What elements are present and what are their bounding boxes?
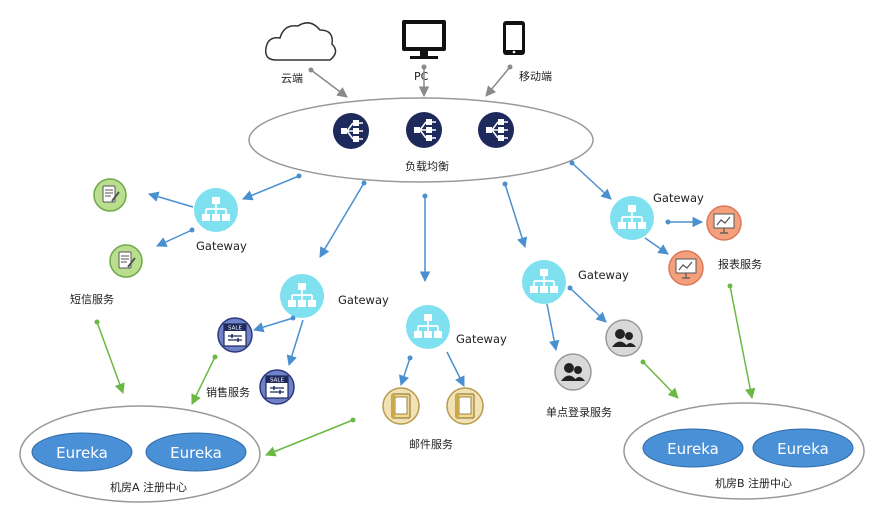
- report-chart-icon: [706, 205, 742, 241]
- mail-book-icon: [446, 387, 484, 425]
- sale-badge-text: SALE: [228, 326, 242, 332]
- registry-b-label: 机房B 注册中心: [715, 476, 792, 490]
- eureka-node-b2: Eureka: [752, 428, 854, 468]
- sale-badge-text: SALE: [270, 378, 284, 384]
- eureka-node-a1: Eureka: [31, 432, 133, 472]
- load-balancer-node-icon: [405, 111, 443, 149]
- gateway-node-sso: [521, 259, 567, 305]
- mobile-label: 移动端: [519, 70, 552, 83]
- eureka-node-a2: Eureka: [145, 432, 247, 472]
- svg-text:Eureka: Eureka: [56, 444, 108, 462]
- lb-to-gateway-arrows: [242, 160, 612, 283]
- eureka-node-b1: Eureka: [642, 428, 744, 468]
- load-balancer-node-icon: [477, 111, 515, 149]
- registry-a-label: 机房A 注册中心: [110, 480, 187, 494]
- gateway-node-report: [609, 195, 655, 241]
- registration-arrows: [94, 283, 756, 457]
- sales-service-label: 销售服务: [206, 385, 250, 399]
- load-balancer: 负载均衡: [248, 97, 594, 183]
- mail-book-icon: [382, 387, 420, 425]
- gateway-label-report: Gateway: [653, 191, 704, 205]
- cloud-label: 云端: [281, 72, 303, 85]
- sso-users-icon: [554, 353, 592, 391]
- sales-icon: [259, 369, 295, 405]
- mobile-phone-icon: [503, 21, 525, 55]
- gateway-label-mail: Gateway: [456, 332, 507, 346]
- sso-users-icon: [605, 319, 643, 357]
- sms-document-icon: [109, 244, 143, 278]
- pc-label: PC: [414, 70, 429, 83]
- svg-text:Eureka: Eureka: [667, 440, 719, 458]
- load-balancer-node-icon: [332, 112, 370, 150]
- sales-icon: [217, 317, 253, 353]
- report-chart-icon: [668, 250, 704, 286]
- gateway-node-mail: [405, 304, 451, 350]
- registry-a: Eureka Eureka 机房A 注册中心: [19, 405, 261, 503]
- svg-text:Eureka: Eureka: [777, 440, 829, 458]
- load-balancer-label: 负载均衡: [405, 159, 449, 173]
- gateway-node-sales: [279, 273, 325, 319]
- sso-service-label: 单点登录服务: [546, 405, 612, 419]
- mail-service-label: 邮件服务: [409, 438, 453, 451]
- cloud-icon: [264, 22, 337, 61]
- gateway-label-sms: Gateway: [196, 239, 247, 253]
- report-service-label: 报表服务: [718, 257, 762, 271]
- gateway-label-sales: Gateway: [338, 293, 389, 307]
- gateway-node-sms: [193, 187, 239, 233]
- svg-text:Eureka: Eureka: [170, 444, 222, 462]
- sms-document-icon: [93, 178, 127, 212]
- pc-monitor-icon: [402, 20, 446, 59]
- registry-b: Eureka Eureka 机房B 注册中心: [623, 402, 865, 500]
- sms-service-label: 短信服务: [70, 292, 114, 306]
- gateway-label-sso: Gateway: [578, 268, 629, 282]
- client-arrows: [308, 64, 513, 98]
